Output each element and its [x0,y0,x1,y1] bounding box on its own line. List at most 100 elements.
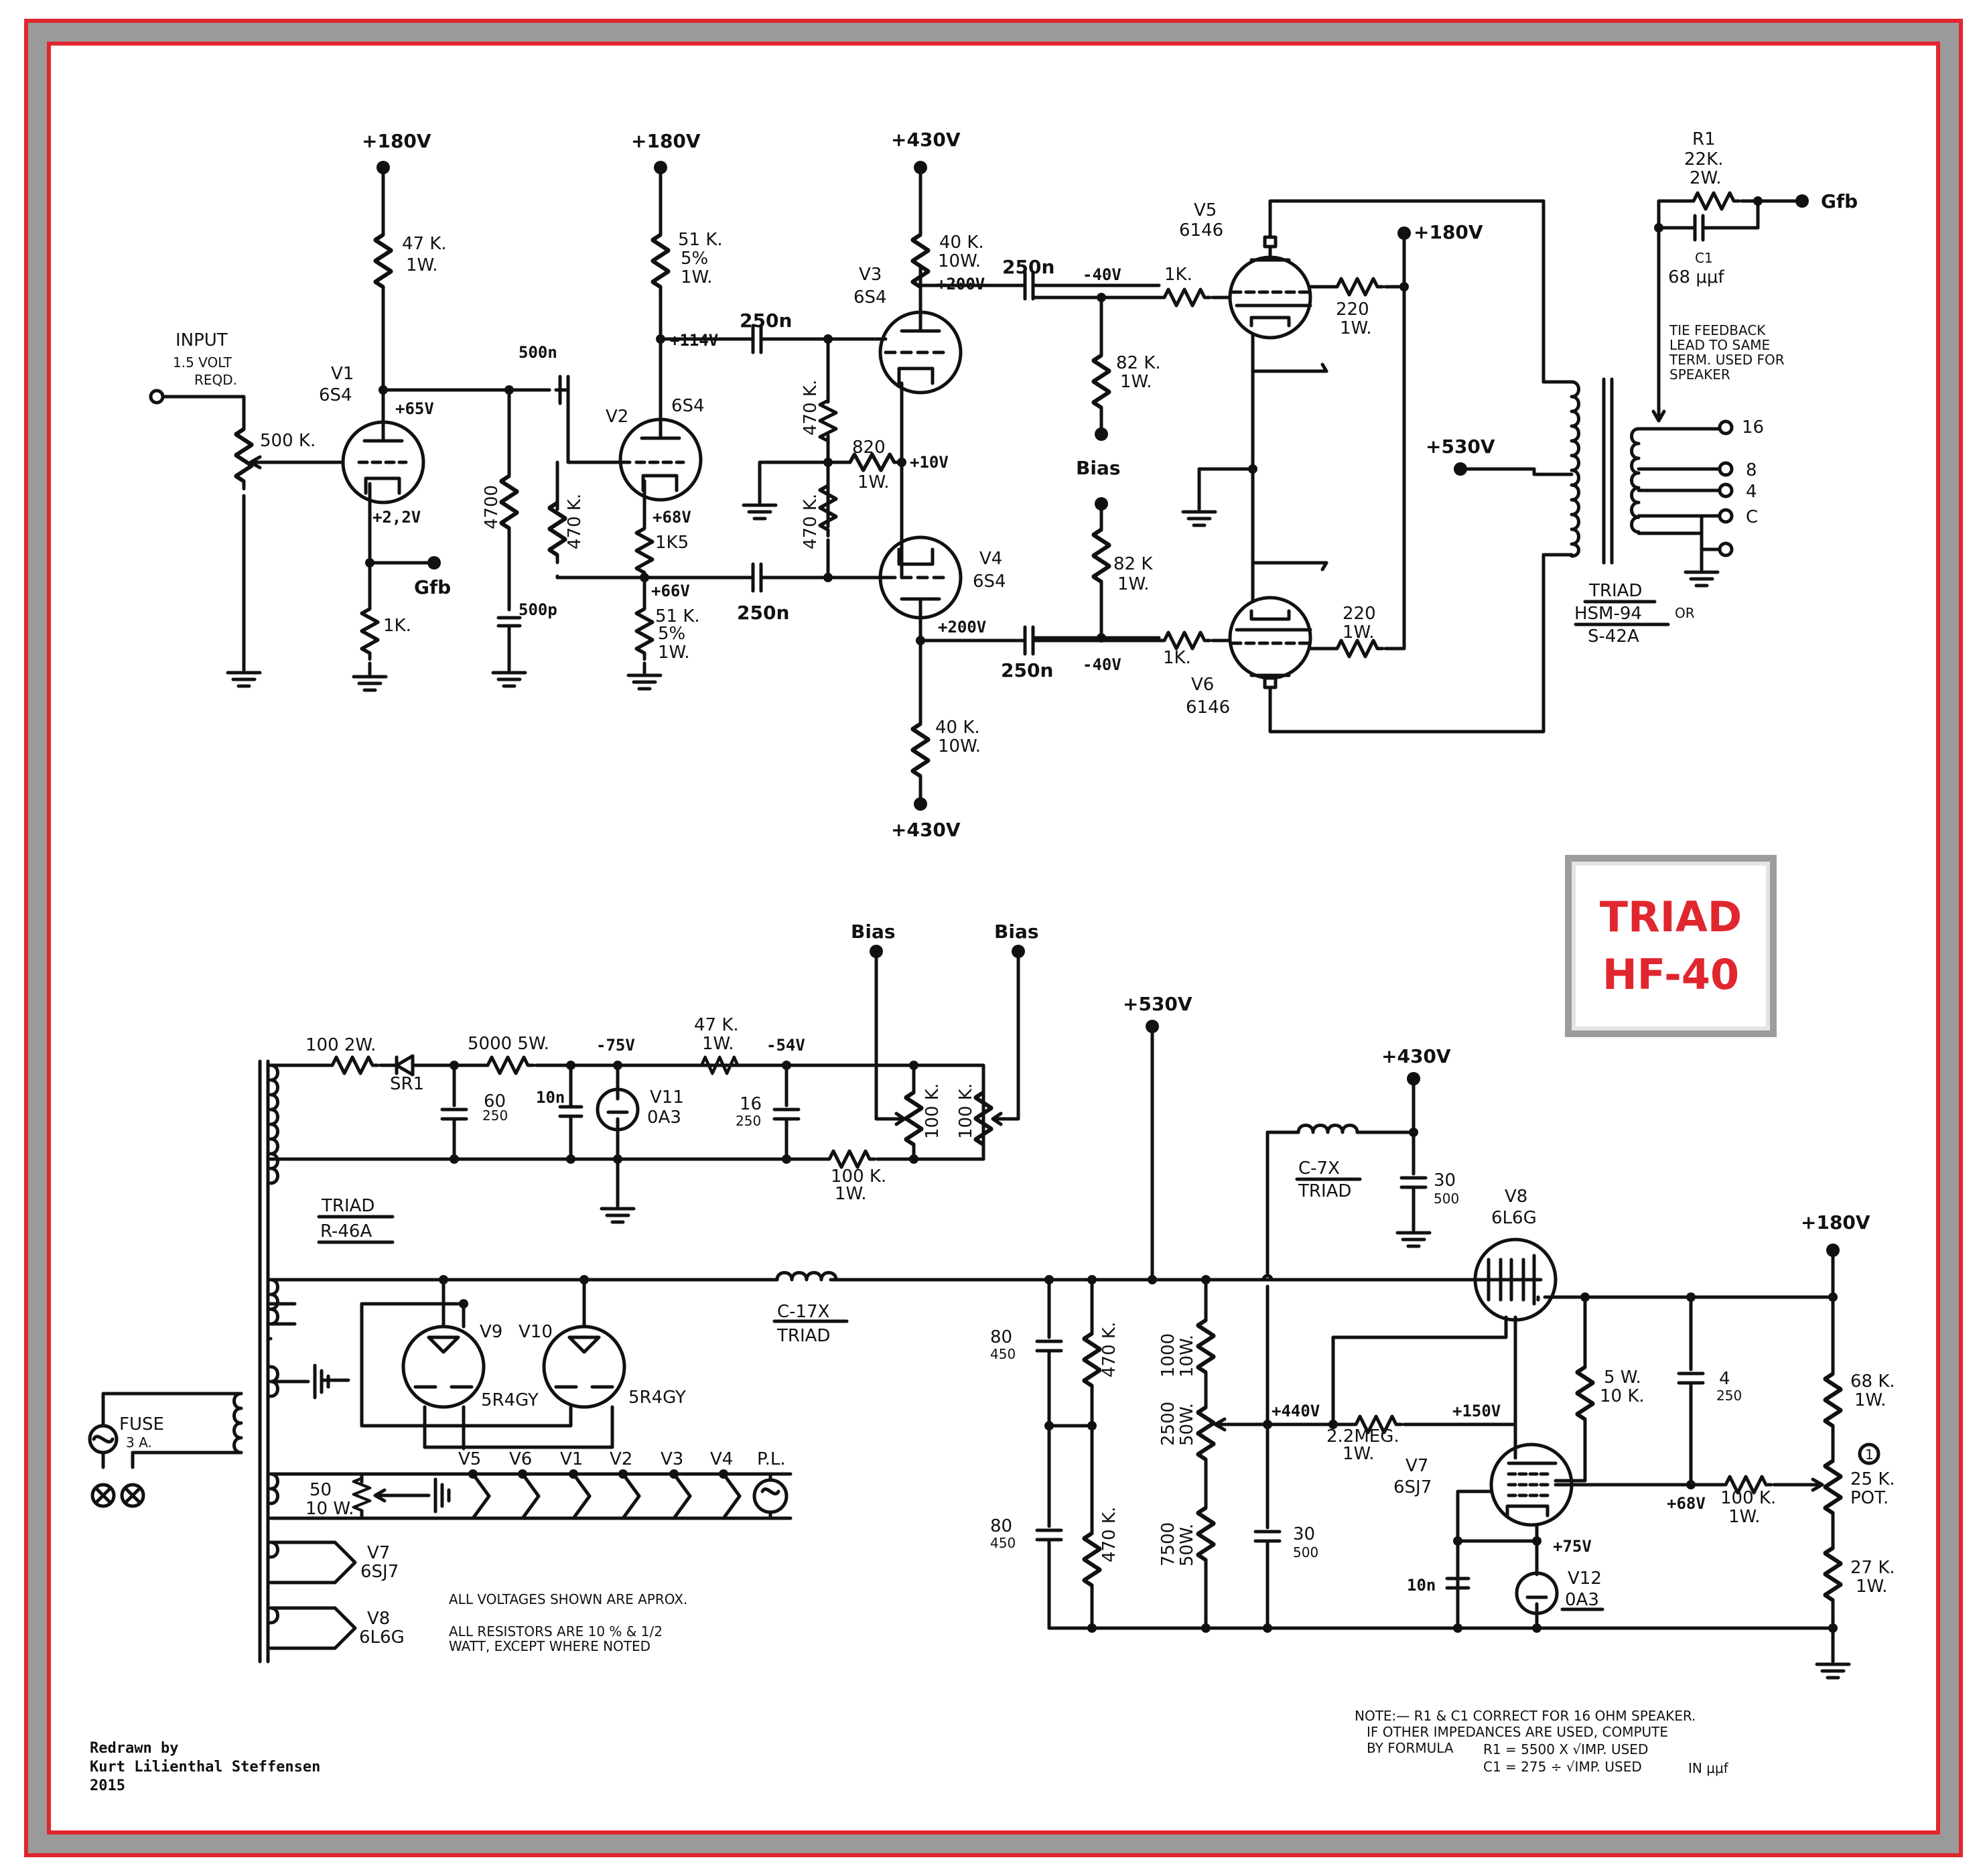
r40k-v3-label: 40 K. [939,232,984,253]
input-pot-label: 500 K. [260,431,316,451]
r27k-label: 27 K. [1850,1558,1895,1578]
c30-2: 30 [1293,1524,1315,1544]
ot-secondary [1630,427,1641,534]
psu-r100-label: 100 2W. [305,1035,376,1055]
v4-plate-volt: +200V [938,618,986,636]
note-f2: C1 = 275 ÷ √IMP. USED [1483,1759,1642,1775]
v1-name: V1 [331,364,354,384]
note-voltages: ALL VOLTAGES SHOWN ARE APROX. [449,1591,687,1607]
bias-label-1: Bias [1076,457,1121,479]
rail-430-label: +430V [1381,1045,1451,1067]
psu-r100k-watt: 1W. [835,1184,867,1204]
v440-volt: +440V [1272,1402,1320,1420]
v1-type: 6S4 [319,385,352,405]
v2-cathode-volt2: +66V [651,582,690,600]
r82k-v5-watt: 1W. [1120,372,1152,392]
credit-line-2: Kurt Lilienthal Steffensen [90,1759,321,1776]
r1k-v5-label: 1K. [1164,265,1192,285]
note-resistors-2: WATT, EXCEPT WHERE NOTED [449,1638,650,1654]
v1-cathode-volt: +2,2V [372,508,421,527]
psu-sr1-label: SR1 [390,1074,424,1094]
psu-pot1-label: 100 K. [922,1083,943,1139]
r820-label: 820 [852,438,886,458]
r7500: 7500 [1158,1522,1178,1566]
ot-or: OR [1675,605,1695,621]
htr-v8-type: 6L6G [359,1627,405,1648]
ot-brand: TRIAD [1588,581,1642,601]
heater-r50: 50 [310,1480,332,1500]
heater-loads [468,1469,742,1520]
r470k-v3-label: 470 K. [801,380,821,436]
htr-v7-type: 6SJ7 [360,1562,399,1582]
v8-type: 6L6G [1491,1208,1537,1228]
c250n-v3-label: 250n [740,310,792,332]
r51k-label: 51 K. [678,230,723,250]
c30v-2: 500 [1293,1544,1318,1560]
fuse-rating: 3 A. [126,1434,152,1451]
r2500w: 50W. [1177,1403,1197,1446]
r1000: 1000 [1158,1333,1178,1378]
grid-v6-volt: -40V [1083,655,1121,674]
r1k-label: 1K. [383,616,411,636]
v12-type: 0A3 [1565,1590,1599,1610]
rail-v2-label: +180V [631,130,701,152]
v3-type: 6S4 [853,287,887,308]
mains-terminal-1[interactable] [90,1483,116,1508]
note-resistors-1: ALL RESISTORS ARE 10 % & 1/2 [449,1623,663,1639]
c80-2: 80 [990,1516,1012,1536]
tap-16: 16 [1742,417,1764,438]
r1-label: R1 [1692,129,1716,149]
v12-c10n: 10n [1407,1576,1436,1595]
v8-name: V8 [1505,1187,1527,1207]
c30v-1: 500 [1434,1191,1459,1207]
credit-line-3: 2015 [90,1778,125,1794]
v10-type: 5R4GY [628,1388,686,1408]
r5w-label: 5 W. [1604,1367,1641,1388]
r68k-label: 68 K. [1850,1371,1895,1392]
r82k-v6-watt: 1W. [1117,574,1150,594]
tap-4: 4 [1746,482,1757,502]
r470k-grid-label: 470 K. [565,494,585,549]
c30-1: 30 [1434,1170,1456,1191]
pilot-lamp-label: P.L. [757,1449,786,1469]
r1000w: 10W. [1177,1335,1197,1378]
v150-volt: +150V [1452,1402,1501,1420]
v7-name: V7 [1406,1456,1428,1476]
v4-name: V4 [979,549,1002,569]
ch2-brand: TRIAD [1298,1181,1351,1201]
r40k-v4-watt: 10W. [938,736,981,756]
pt-model: R-46A [320,1221,372,1242]
psu-c10n: 10n [536,1088,565,1107]
tie-note-2: LEAD TO SAME [1669,337,1770,353]
psu-c16v: 250 [736,1113,761,1129]
v7-type: 6SJ7 [1393,1477,1432,1497]
v12-name: V12 [1568,1568,1602,1589]
r82k-v5-label: 82 K. [1116,353,1161,373]
tube-v5 [1228,255,1312,340]
c500n-label: 500n [519,343,557,362]
ot-model2: S-42A [1588,626,1639,647]
r68k-watt: 1W. [1854,1390,1887,1410]
v6-type: 6146 [1186,697,1230,718]
r47k-label: 47 K. [402,234,447,254]
psu-c60v: 250 [482,1108,508,1124]
v3-plate-volt: +200V [937,275,985,293]
fuse-label: FUSE [119,1414,164,1434]
r220-v6-label: 220 [1343,604,1376,624]
psu-pot2-label: 100 K. [956,1083,976,1139]
psu-vm54: -54V [766,1036,805,1055]
tie-note-3: TERM. USED FOR [1669,352,1785,368]
ot-model: HSM-94 [1574,604,1642,624]
r220-v6-watt: 1W. [1343,622,1375,643]
r1k5-label: 1K5 [655,533,689,553]
ot-primary [1570,380,1580,558]
v1-plate-volt: +65V [395,399,434,418]
r1k-v6-label: 1K. [1163,648,1191,668]
rail-v4-label: +430V [891,819,961,841]
ch1-label: C-17X [777,1302,829,1322]
rail-530-label: +530V [1123,993,1192,1015]
pot-marker [1858,1443,1880,1465]
mains-terminal-2[interactable] [120,1483,145,1508]
input-terminal[interactable] [149,389,165,405]
